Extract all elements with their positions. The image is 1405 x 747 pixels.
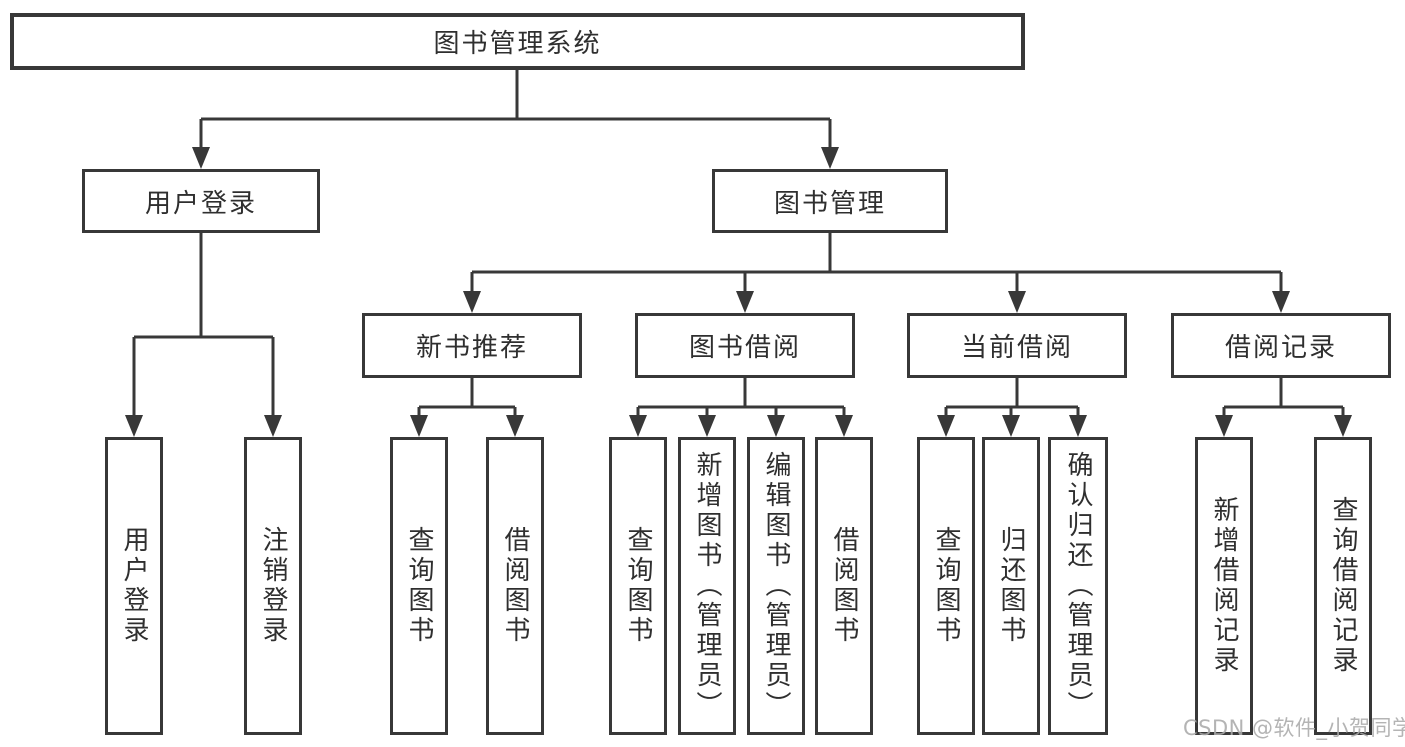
node-book-borrowing: 图书借阅 — [635, 313, 855, 378]
node-book-borrowing-label: 图书借阅 — [688, 333, 801, 363]
leaf-br-query-record-label: 查询借阅记录 — [1328, 496, 1359, 676]
leaf-br-add-record-label: 新增借阅记录 — [1209, 496, 1240, 676]
node-book-management-label: 图书管理 — [773, 188, 886, 219]
leaf-logout-label: 注销登录 — [258, 526, 289, 646]
leaf-bb-borrow-books-label: 借阅图书 — [829, 526, 860, 646]
node-root: 图书管理系统 — [10, 13, 1025, 70]
leaf-cb-query-books-label: 查询图书 — [931, 526, 962, 646]
csdn-watermark: CSDN @软件_小贺同学 — [1183, 716, 1405, 740]
node-borrowing-records: 借阅记录 — [1171, 313, 1391, 378]
node-book-management: 图书管理 — [712, 169, 948, 233]
leaf-cb-query-books: 查询图书 — [917, 437, 975, 735]
leaf-br-add-record: 新增借阅记录 — [1195, 437, 1253, 735]
leaf-br-query-record: 查询借阅记录 — [1314, 437, 1372, 735]
node-new-book-recommend: 新书推荐 — [362, 313, 582, 378]
leaf-bb-borrow-books: 借阅图书 — [815, 437, 873, 735]
node-user-login-label: 用户登录 — [144, 188, 257, 219]
leaf-cb-return-books: 归还图书 — [982, 437, 1040, 735]
arrowheads — [125, 147, 1352, 437]
node-current-borrowing-label: 当前借阅 — [960, 333, 1073, 363]
leaf-bb-query-books: 查询图书 — [609, 437, 667, 735]
leaf-user-login-label: 用户登录 — [119, 526, 150, 646]
node-current-borrowing: 当前借阅 — [907, 313, 1127, 378]
node-user-login: 用户登录 — [82, 169, 320, 233]
leaf-nb-borrow-books-label: 借阅图书 — [500, 526, 531, 646]
leaf-nb-borrow-books: 借阅图书 — [486, 437, 544, 735]
node-new-book-recommend-label: 新书推荐 — [415, 333, 528, 363]
leaf-bb-edit-books-admin-label: 编辑图书（管理员） — [761, 451, 792, 721]
leaf-bb-edit-books-admin: 编辑图书（管理员） — [747, 437, 805, 735]
leaf-bb-add-books-admin: 新增图书（管理员） — [678, 437, 736, 735]
leaf-nb-query-books: 查询图书 — [390, 437, 448, 735]
leaf-cb-confirm-return-admin-label: 确认归还（管理员） — [1063, 451, 1094, 721]
node-root-label: 图书管理系统 — [433, 29, 602, 59]
leaf-cb-confirm-return-admin: 确认归还（管理员） — [1048, 437, 1108, 735]
leaf-nb-query-books-label: 查询图书 — [404, 526, 435, 646]
leaf-user-login: 用户登录 — [105, 437, 163, 735]
leaf-bb-add-books-admin-label: 新增图书（管理员） — [692, 451, 723, 721]
node-borrowing-records-label: 借阅记录 — [1224, 333, 1337, 363]
leaf-cb-return-books-label: 归还图书 — [996, 526, 1027, 646]
tree-edges — [132, 70, 1345, 419]
leaf-logout: 注销登录 — [244, 437, 302, 735]
leaf-bb-query-books-label: 查询图书 — [623, 526, 654, 646]
